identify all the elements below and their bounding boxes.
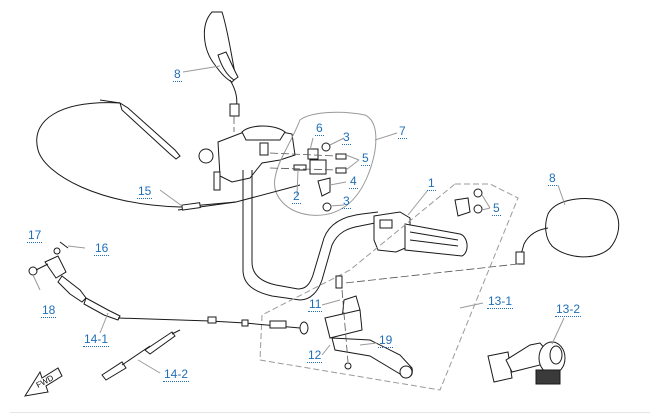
callout-14-1[interactable]: 14-1 [83, 332, 110, 347]
cable-adjuster[interactable] [101, 329, 181, 381]
callout-17[interactable]: 17 [27, 228, 43, 243]
callout-15[interactable]: 15 [137, 184, 153, 199]
brake-lever-assembly[interactable] [324, 275, 413, 379]
leader-lines [32, 65, 566, 374]
cable-end-upper [119, 101, 181, 160]
group-outline-13-1 [259, 183, 519, 391]
callout-3-upper[interactable]: 3 [342, 130, 351, 145]
group-outline-7 [274, 111, 377, 216]
handlebar[interactable] [242, 170, 381, 301]
lever-parts-group-7 [269, 142, 347, 212]
clutch-cable[interactable] [28, 241, 309, 335]
callout-9[interactable]: 8 [173, 67, 182, 82]
right-switch-throttle[interactable] [373, 211, 468, 257]
callout-19[interactable]: 19 [378, 333, 394, 348]
callout-13-2[interactable]: 13-2 [555, 302, 582, 317]
callout-2[interactable]: 2 [292, 189, 301, 204]
left-mirror[interactable] [204, 11, 240, 132]
bottom-divider [10, 412, 650, 413]
callout-18[interactable]: 18 [41, 303, 57, 318]
callout-5-right[interactable]: 5 [492, 201, 501, 216]
callout-3-lower[interactable]: 3 [342, 194, 351, 209]
callout-6[interactable]: 6 [315, 121, 324, 136]
throttle-cable[interactable] [36, 102, 237, 208]
callout-14-2[interactable]: 14-2 [163, 367, 190, 382]
fwd-arrow-icon: FWD [23, 367, 63, 397]
callout-12[interactable]: 12 [307, 348, 323, 363]
callout-13-1[interactable]: 13-1 [487, 294, 514, 309]
left-switch-housing[interactable] [198, 125, 296, 191]
callout-16[interactable]: 16 [94, 241, 110, 256]
right-mirror[interactable] [344, 198, 620, 284]
master-cylinder-clamp[interactable] [487, 341, 566, 385]
callout-8[interactable]: 8 [548, 171, 557, 186]
clamp-right [454, 188, 483, 217]
callout-5-left[interactable]: 5 [361, 151, 370, 166]
callout-11[interactable]: 11 [308, 297, 323, 312]
callout-7[interactable]: 7 [398, 124, 407, 139]
callout-4[interactable]: 4 [349, 174, 358, 189]
callout-1[interactable]: 1 [427, 176, 436, 191]
